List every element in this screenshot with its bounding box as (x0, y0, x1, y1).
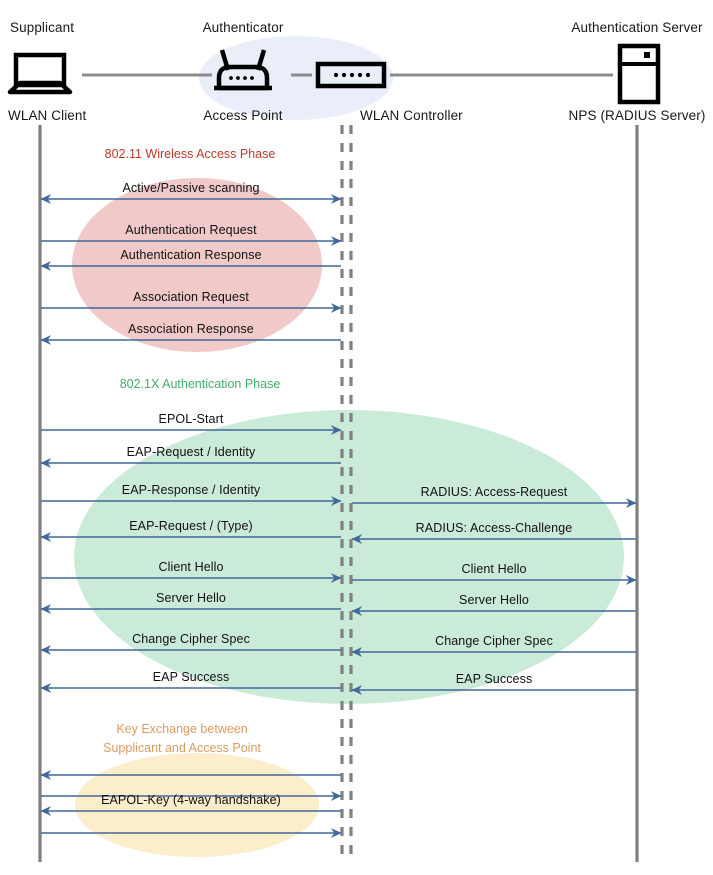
actor-device-wlan-client: WLAN Client (8, 108, 87, 123)
message-label: Client Hello (461, 562, 527, 576)
message-label: Association Request (133, 290, 249, 304)
phase-ellipse-dot1x (74, 410, 624, 704)
actor-device-wlan-controller: WLAN Controller (360, 108, 463, 123)
actor-device-access-point: Access Point (203, 108, 283, 123)
message-label: Authentication Response (120, 248, 262, 262)
message-label: EAPOL-Key (4-way handshake) (101, 793, 281, 807)
phase-label-key-exchange-line1: Key Exchange between (116, 722, 248, 736)
message-label: Server Hello (459, 593, 529, 607)
message-label: Server Hello (156, 591, 226, 605)
message-label: EAP-Request / Identity (126, 445, 256, 459)
message-label: Association Response (128, 322, 254, 336)
access-point-icon (214, 49, 272, 91)
authenticator-blob (199, 36, 393, 120)
phase-label-wireless-access: 802.11 Wireless Access Phase (104, 147, 276, 161)
message-label: EAP-Response / Identity (121, 483, 261, 497)
message-label: EAP Success (152, 670, 230, 684)
message-label: Client Hello (158, 560, 224, 574)
message-label: RADIUS: Access-Request (420, 485, 568, 499)
phase-label-dot1x: 802.1X Authentication Phase (119, 377, 281, 391)
message-label: Active/Passive scanning (122, 181, 260, 195)
message-label: Authentication Request (125, 223, 257, 237)
laptop-icon (7, 52, 73, 95)
message-label: RADIUS: Access-Challenge (415, 521, 573, 535)
actor-role-authenticator: Authenticator (202, 20, 284, 35)
actor-device-nps-radius-server: NPS (RADIUS Server) (568, 108, 706, 123)
actor-role-supplicant: Supplicant (10, 20, 75, 35)
message-label: Change Cipher Spec (132, 632, 250, 646)
wlan-controller-icon (315, 61, 387, 89)
message-label: Change Cipher Spec (435, 634, 553, 648)
message-arrow-layer (40, 194, 637, 838)
phase-ellipse-key-exchange (75, 753, 319, 857)
message-label: EAP-Request / (Type) (129, 519, 253, 533)
message-label: EPOL-Start (158, 412, 224, 426)
phase-label-key-exchange-line2: Supplicant and Access Point (103, 741, 261, 755)
server-icon (617, 43, 661, 105)
actor-role-authentication-server: Authentication Server (571, 20, 703, 35)
message-label: EAP Success (455, 672, 533, 686)
